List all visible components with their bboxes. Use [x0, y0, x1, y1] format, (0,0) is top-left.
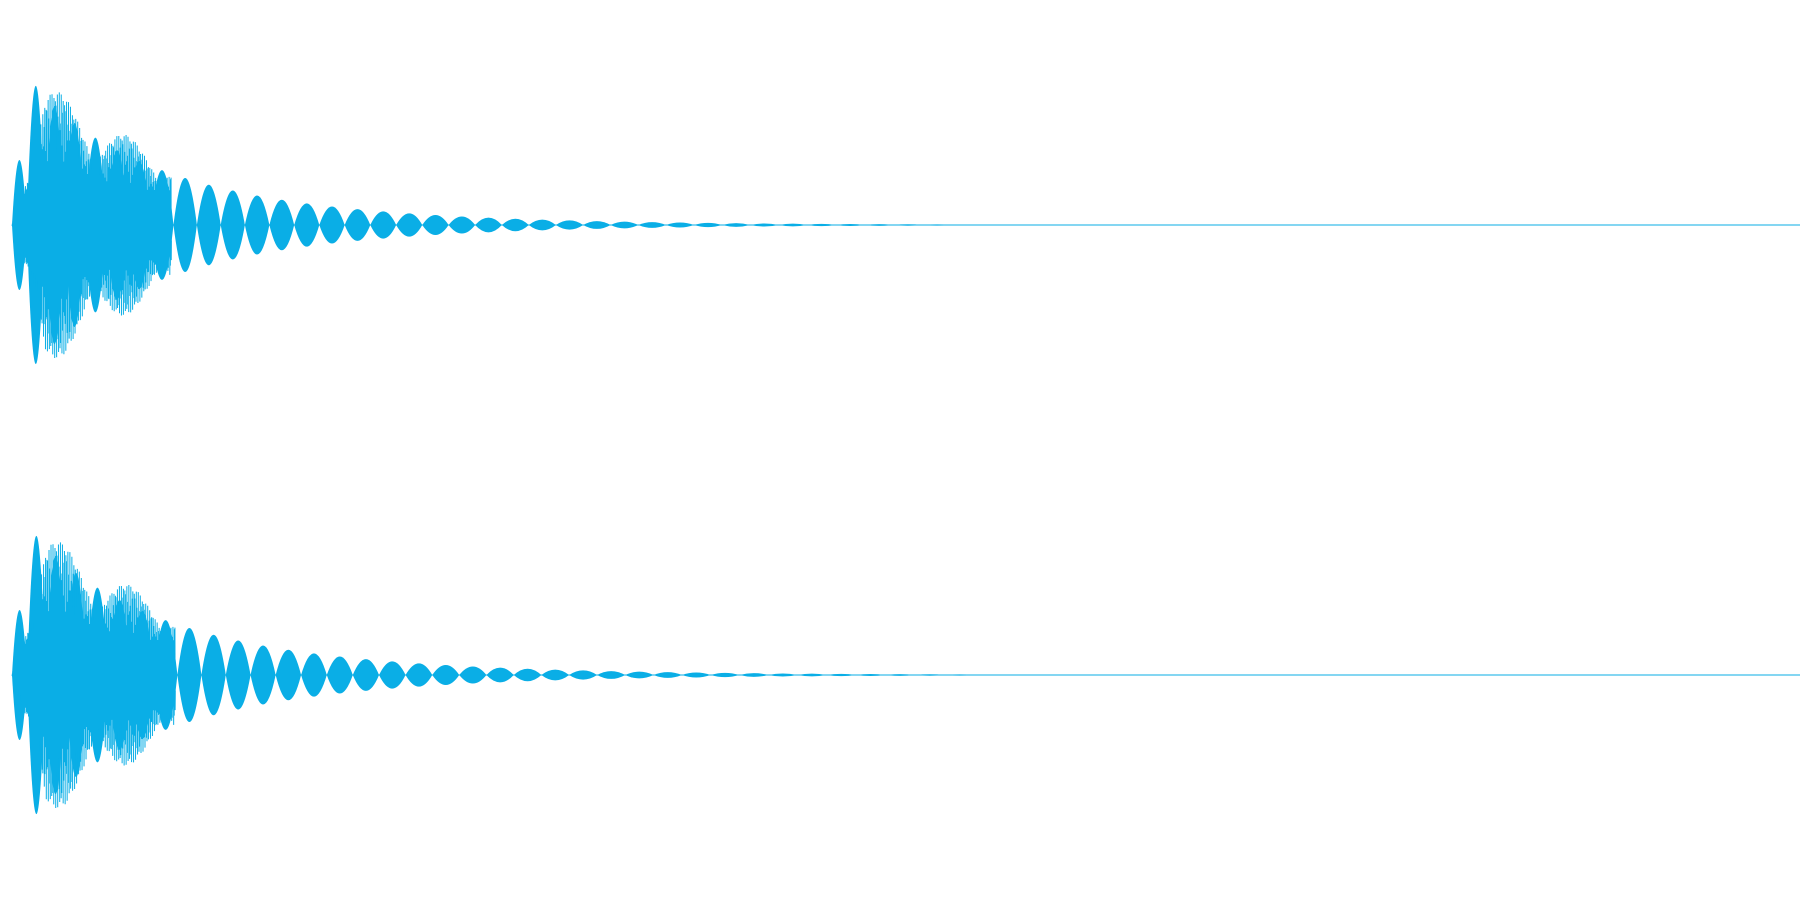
waveform-lobe [569, 670, 598, 680]
waveform-lobe [244, 195, 270, 255]
waveform-lobe [541, 669, 570, 681]
waveform-lobe [944, 674, 975, 676]
waveform-lobe [750, 223, 779, 227]
waveform-lobe [778, 223, 808, 227]
waveform-lobe [173, 178, 197, 272]
waveform-lobe [1004, 674, 1035, 676]
waveform-lobe [597, 671, 626, 679]
waveform-lobe [710, 672, 740, 678]
waveform-lobe [422, 215, 449, 235]
waveform-lobe [225, 640, 251, 710]
waveform-lobe [396, 213, 423, 237]
waveform-lobe [653, 672, 682, 678]
waveform-lobe [448, 216, 476, 234]
waveform-lobe [177, 628, 202, 722]
waveform-lobe [583, 221, 611, 229]
waveform-lobe [301, 653, 327, 697]
waveform-lobe [922, 224, 952, 226]
waveform-lobe [352, 659, 380, 691]
waveform-lobe [486, 667, 514, 683]
waveform-lobe [344, 209, 371, 241]
waveform-lobe [893, 224, 923, 226]
waveform-lobe [666, 222, 694, 228]
waveform-lobe [826, 673, 856, 677]
waveform-lobe [638, 222, 667, 228]
channel-1-waveform [11, 85, 1800, 365]
waveform-lobe [980, 224, 1011, 226]
waveform-attack-core [11, 542, 176, 809]
waveform-lobe [739, 673, 769, 677]
waveform-lobe [220, 190, 245, 260]
waveform-lobe [951, 224, 981, 226]
waveform-lobe [370, 211, 397, 239]
waveform-lobe [807, 223, 836, 227]
waveform-lobe [319, 206, 345, 244]
waveform-lobe [379, 661, 406, 689]
waveform-lobe [864, 224, 894, 226]
waveform-lobe [513, 668, 542, 682]
waveform-lobe [294, 203, 320, 247]
waveform-lobe [914, 674, 945, 676]
waveform-lobe [250, 645, 276, 705]
waveform-lobe [528, 219, 556, 231]
waveform-lobe [693, 222, 723, 228]
waveform-lobe [196, 184, 221, 266]
waveform-lobe [459, 666, 487, 684]
waveform-lobe [797, 673, 827, 677]
waveform-lobe [275, 649, 302, 701]
channel-2-waveform [11, 535, 1800, 815]
waveform-lobe [501, 218, 529, 232]
waveform-lobe [432, 665, 460, 685]
waveform-lobe [555, 220, 584, 230]
waveform-attack-core [11, 92, 172, 359]
waveform-lobe [269, 199, 295, 251]
waveform-lobe [475, 217, 502, 233]
waveform-lobe [974, 674, 1005, 676]
waveform-lobe [201, 634, 226, 716]
waveform-lobe [722, 223, 751, 227]
waveform-lobe [885, 674, 915, 676]
waveform-lobe [855, 674, 886, 676]
waveform-lobe [681, 672, 711, 678]
waveform-lobe [326, 656, 353, 694]
waveform-lobe [768, 673, 798, 677]
waveform-lobe [610, 221, 639, 229]
waveform-lobe [405, 663, 433, 687]
waveform-lobe [625, 671, 654, 679]
waveform-lobe [835, 224, 865, 226]
